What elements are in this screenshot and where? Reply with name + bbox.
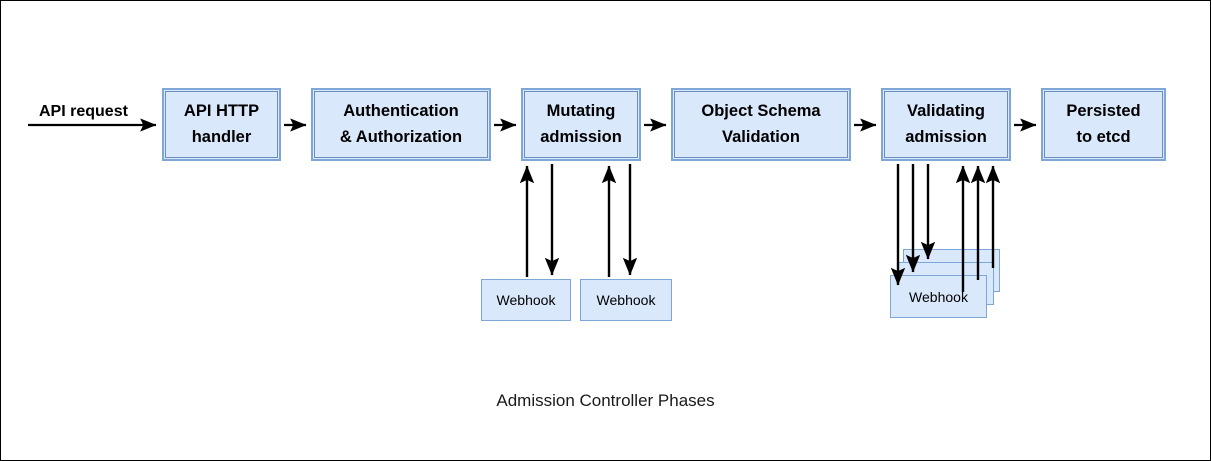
webhook-label: Webhook: [496, 292, 556, 308]
webhook-box-mutating-1[interactable]: Webhook: [481, 279, 571, 321]
phase-box-inner: Validating admission: [884, 91, 1008, 158]
phase-box-validating-admission[interactable]: Validating admission: [881, 88, 1011, 161]
webhook-label: Webhook: [909, 288, 968, 305]
phase-label-line1: Object Schema: [701, 101, 821, 120]
phase-label-line1: Mutating: [546, 101, 616, 120]
phase-box-persisted-to-etcd[interactable]: Persisted to etcd: [1041, 88, 1166, 161]
phase-label-line2: & Authorization: [339, 127, 463, 146]
api-request-label: API request: [39, 103, 128, 120]
phase-box-inner: API HTTP handler: [165, 91, 278, 158]
phase-box-inner: Object Schema Validation: [674, 91, 848, 158]
webhook-box-mutating-2[interactable]: Webhook: [580, 279, 672, 321]
webhook-label: Webhook: [596, 292, 656, 308]
phase-label-line2: to etcd: [1076, 127, 1131, 146]
phase-box-inner: Mutating admission: [524, 91, 638, 158]
phase-label-line1: Validating: [907, 101, 985, 120]
webhook-box-validating-front[interactable]: Webhook: [890, 275, 987, 318]
phase-box-inner: Persisted to etcd: [1044, 91, 1163, 158]
phase-box-api-http-handler[interactable]: API HTTP handler: [162, 88, 281, 161]
phase-label-line1: Authentication: [343, 101, 459, 120]
phase-label-line2: Validation: [722, 127, 800, 146]
phase-label-line2: admission: [540, 127, 622, 146]
phase-label-line2: admission: [905, 127, 987, 146]
phase-box-inner: Authentication & Authorization: [314, 91, 488, 158]
diagram-caption: Admission Controller Phases: [496, 391, 715, 410]
phase-label-line1: API HTTP: [183, 101, 260, 120]
phase-box-mutating-admission[interactable]: Mutating admission: [521, 88, 641, 161]
phase-label-line1: Persisted: [1066, 101, 1141, 120]
phase-label-line2: handler: [191, 127, 252, 146]
phase-box-authentication-authorization[interactable]: Authentication & Authorization: [311, 88, 491, 161]
phase-box-object-schema-validation[interactable]: Object Schema Validation: [671, 88, 851, 161]
